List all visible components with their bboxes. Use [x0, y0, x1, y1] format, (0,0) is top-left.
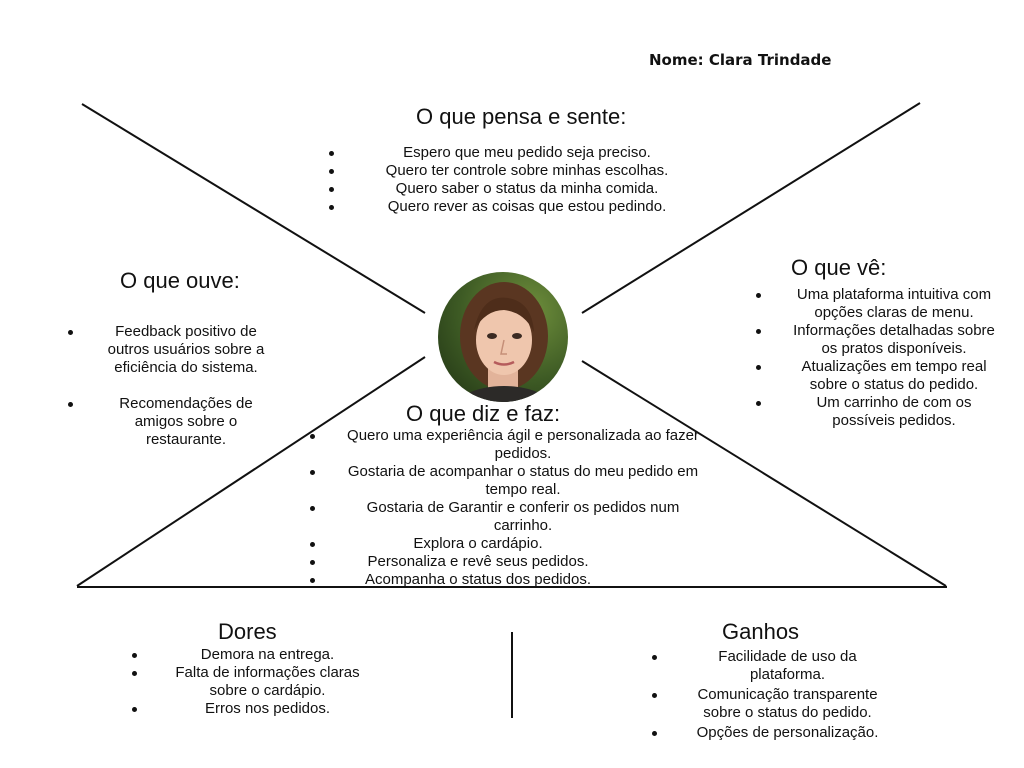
thinks-feels-title: O que pensa e sente: — [416, 104, 627, 129]
list-item: Quero rever as coisas que estou pedindo. — [325, 198, 695, 216]
list-item: Feedback positivo de outros usuários sob… — [64, 323, 274, 377]
gains-list: Facilidade de uso da plataforma. Comunic… — [648, 648, 893, 742]
list-item: Acompanha o status dos pedidos. — [306, 571, 616, 589]
diagonal-line-bottom-right — [581, 360, 947, 587]
diagonal-line-bottom-left — [76, 356, 426, 587]
hears-list: Feedback positivo de outros usuários sob… — [64, 323, 274, 467]
persona-name: Nome: Clara Trindade — [649, 51, 832, 69]
list-item: Gostaria de Garantir e conferir os pedid… — [306, 499, 706, 535]
list-item: Um carrinho de com os possíveis pedidos. — [752, 394, 1002, 430]
list-item: Falta de informações claras sobre o card… — [128, 664, 373, 700]
sees-title: O que vê: — [791, 255, 887, 280]
list-item: Comunicação transparente sobre o status … — [648, 686, 893, 722]
list-item: Uma plataforma intuitiva com opções clar… — [752, 286, 1002, 322]
list-item: Personaliza e revê seus pedidos. — [306, 553, 616, 571]
list-item: Explora o cardápio. — [306, 535, 616, 553]
pains-list: Demora na entrega. Falta de informações … — [128, 646, 373, 718]
list-item: Quero ter controle sobre minhas escolhas… — [325, 162, 695, 180]
pains-title: Dores — [218, 619, 277, 644]
thinks-feels-list: Espero que meu pedido seja preciso. Quer… — [325, 144, 695, 216]
list-item: Demora na entrega. — [128, 646, 373, 664]
list-item: Quero uma experiência ágil e personaliza… — [306, 427, 706, 463]
list-item: Opções de personalização. — [648, 724, 893, 742]
says-does-list: Quero uma experiência ágil e personaliza… — [306, 427, 706, 589]
diagonal-line-top-right — [581, 102, 921, 314]
list-item: Informações detalhadas sobre os pratos d… — [752, 322, 1002, 358]
list-item: Espero que meu pedido seja preciso. — [325, 144, 695, 162]
list-item: Atualizações em tempo real sobre o statu… — [752, 358, 1002, 394]
list-item: Quero saber o status da minha comida. — [325, 180, 695, 198]
persona-avatar — [438, 272, 568, 402]
list-item: Gostaria de acompanhar o status do meu p… — [306, 463, 706, 499]
gains-title: Ganhos — [722, 619, 800, 644]
sees-list: Uma plataforma intuitiva com opções clar… — [752, 286, 1002, 430]
says-does-title: O que diz e faz: — [406, 401, 561, 426]
list-item: Facilidade de uso da plataforma. — [648, 648, 893, 684]
list-item: Recomendações de amigos sobre o restaura… — [64, 395, 274, 449]
hears-title: O que ouve: — [120, 268, 240, 293]
list-item: Erros nos pedidos. — [128, 700, 373, 718]
diagonal-line-top-left — [81, 103, 426, 314]
